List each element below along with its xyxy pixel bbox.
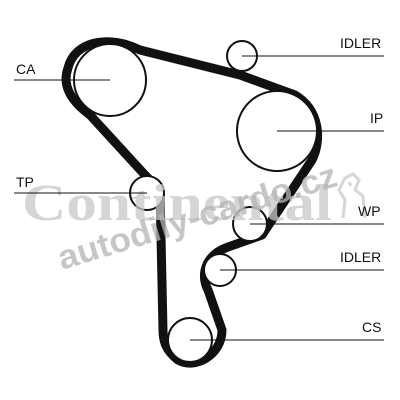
label-tp: TP (16, 174, 34, 190)
label-cs: CS (362, 319, 381, 335)
label-idler-top: IDLER (340, 35, 381, 51)
label-ip: IP (370, 110, 383, 126)
watermark-brand: Continental (22, 175, 332, 232)
horse-icon (337, 172, 367, 219)
watermark: Continental autodily-cardo.cz (22, 157, 367, 278)
label-wp: WP (358, 203, 381, 219)
label-ca: CA (16, 61, 36, 77)
timing-belt (61, 37, 323, 368)
label-idler-bottom: IDLER (340, 249, 381, 265)
